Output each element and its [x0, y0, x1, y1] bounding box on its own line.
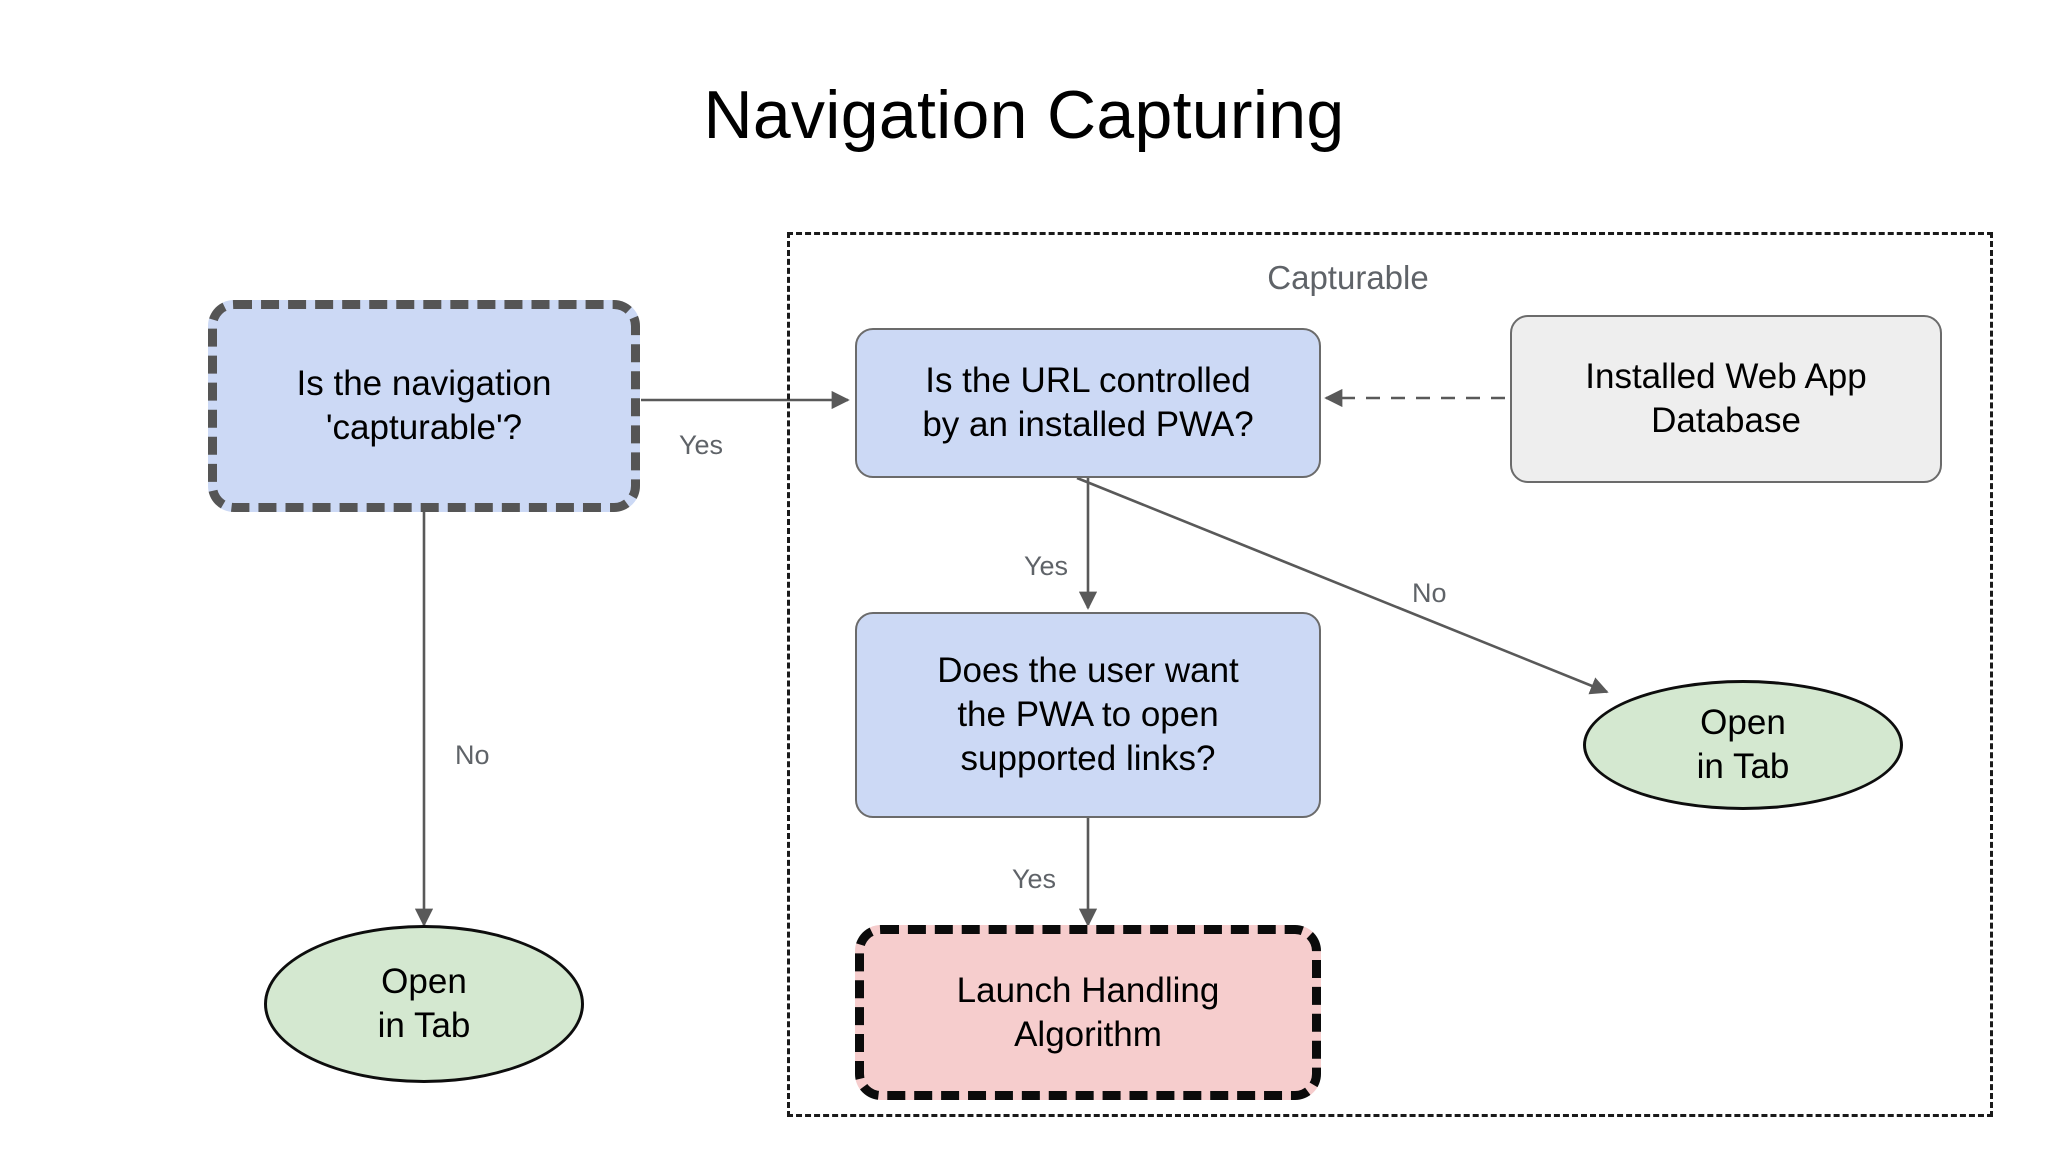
edge-label-url-no: No: [1412, 578, 1447, 608]
node-open-in-tab-right-label: Open in Tab: [1696, 703, 1790, 786]
capturable-group-label: Capturable: [1267, 259, 1429, 296]
node-launch-handling-algorithm-label: Launch Handling Algorithm: [956, 970, 1220, 1054]
node-launch-handling-algorithm[interactable]: Launch Handling Algorithm: [855, 925, 1321, 1100]
node-installed-web-app-database-label: Installed Web App Database: [1585, 357, 1867, 440]
edge-label-capturable-no: No: [455, 740, 490, 770]
capturable-group: [787, 232, 1993, 1117]
node-open-in-tab-left[interactable]: Open in Tab: [264, 925, 584, 1083]
edge-label-url-yes: Yes: [1024, 551, 1069, 581]
node-user-wants-pwa-question[interactable]: Does the user want the PWA to open suppo…: [855, 612, 1321, 818]
node-installed-web-app-database[interactable]: Installed Web App Database: [1510, 315, 1942, 483]
page-title: Navigation Capturing: [703, 77, 1345, 153]
node-open-in-tab-right[interactable]: Open in Tab: [1583, 680, 1903, 810]
node-capturable-question-label: Is the navigation 'capturable'?: [296, 364, 552, 447]
node-url-controlled-question-label: Is the URL controlled by an installed PW…: [922, 361, 1254, 444]
edge-label-user-wants-yes: Yes: [1012, 864, 1057, 894]
node-open-in-tab-left-label: Open in Tab: [377, 962, 471, 1045]
node-user-wants-pwa-question-label: Does the user want the PWA to open suppo…: [937, 651, 1239, 778]
node-capturable-question[interactable]: Is the navigation 'capturable'?: [208, 300, 640, 512]
node-url-controlled-question[interactable]: Is the URL controlled by an installed PW…: [855, 328, 1321, 478]
edge-label-capturable-yes: Yes: [679, 430, 724, 460]
